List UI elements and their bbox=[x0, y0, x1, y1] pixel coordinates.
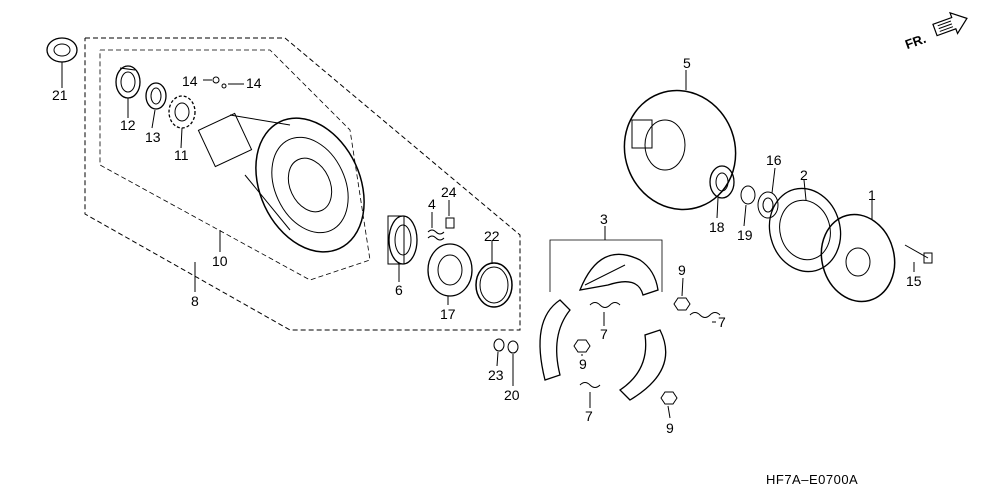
part-label-12: 12 bbox=[120, 117, 136, 133]
part-9-nut-c bbox=[660, 391, 678, 405]
part-5-drive-plate bbox=[623, 89, 737, 211]
part-7-spring-lower bbox=[579, 382, 601, 388]
part-label-1: 1 bbox=[868, 187, 876, 203]
part-label-24: 24 bbox=[441, 184, 457, 200]
part-17-plate bbox=[427, 243, 473, 297]
part-label-15: 15 bbox=[906, 273, 922, 289]
part-21-washer bbox=[46, 37, 78, 63]
group-8-boundary bbox=[84, 37, 521, 331]
part-23-washer bbox=[493, 338, 505, 352]
part-label-7-c: 7 bbox=[585, 408, 593, 424]
part-label-10: 10 bbox=[212, 253, 228, 269]
part-9-nut-b bbox=[573, 339, 591, 353]
part-label-7-b: 7 bbox=[718, 314, 726, 330]
part-label-3: 3 bbox=[600, 211, 608, 227]
part-18-bearing bbox=[709, 165, 735, 199]
part-label-13: 13 bbox=[145, 129, 161, 145]
part-11-lock-washer bbox=[168, 95, 196, 129]
part-14-pin bbox=[212, 76, 227, 89]
part-3-clutch-shoe-left bbox=[539, 299, 571, 381]
part-label-4: 4 bbox=[428, 196, 436, 212]
part-label-23: 23 bbox=[488, 367, 504, 383]
part-label-8: 8 bbox=[191, 293, 199, 309]
part-12-oil-seal bbox=[115, 65, 141, 99]
part-label-9-a: 9 bbox=[678, 262, 686, 278]
part-label-5: 5 bbox=[683, 55, 691, 71]
part-9-nut-a bbox=[673, 297, 691, 311]
part-10-clutch-drum bbox=[197, 112, 365, 253]
part-label-19: 19 bbox=[737, 227, 753, 243]
group-10-boundary bbox=[99, 49, 371, 281]
part-label-18: 18 bbox=[709, 219, 725, 235]
part-3-clutch-shoe-right bbox=[618, 329, 667, 401]
part-label-20: 20 bbox=[504, 387, 520, 403]
part-13-bearing bbox=[145, 82, 167, 110]
part-label-14-right: 14 bbox=[246, 75, 262, 91]
diagram-code: HF7A–E0700A bbox=[766, 472, 859, 487]
part-3-clutch-shoe-upper bbox=[578, 253, 659, 296]
part-label-6: 6 bbox=[395, 282, 403, 298]
part-22-snap-ring bbox=[475, 262, 513, 308]
part-7-spring-upper bbox=[589, 302, 621, 308]
part-label-16: 16 bbox=[766, 152, 782, 168]
part-label-9-b: 9 bbox=[579, 356, 587, 372]
part-2-gasket bbox=[768, 187, 842, 273]
part-label-17: 17 bbox=[440, 306, 456, 322]
part-1-cover bbox=[820, 213, 896, 303]
part-label-2: 2 bbox=[800, 167, 808, 183]
group-3-bracket bbox=[549, 239, 663, 292]
part-19-washer bbox=[740, 185, 756, 205]
part-6-one-way-clutch bbox=[387, 215, 418, 265]
part-label-7-a: 7 bbox=[600, 326, 608, 342]
part-label-9-c: 9 bbox=[666, 420, 674, 436]
part-label-22: 22 bbox=[484, 228, 500, 244]
part-16-collar bbox=[757, 191, 779, 219]
part-label-11: 11 bbox=[174, 147, 189, 163]
part-label-14-left: 14 bbox=[182, 73, 198, 89]
part-24-pin bbox=[445, 217, 455, 229]
part-7-spring-right bbox=[689, 312, 721, 318]
part-label-21: 21 bbox=[52, 87, 68, 103]
part-20-nut bbox=[507, 340, 519, 354]
part-15-bolt bbox=[904, 244, 933, 264]
part-4-spring bbox=[427, 229, 445, 241]
direction-arrow bbox=[932, 11, 968, 37]
